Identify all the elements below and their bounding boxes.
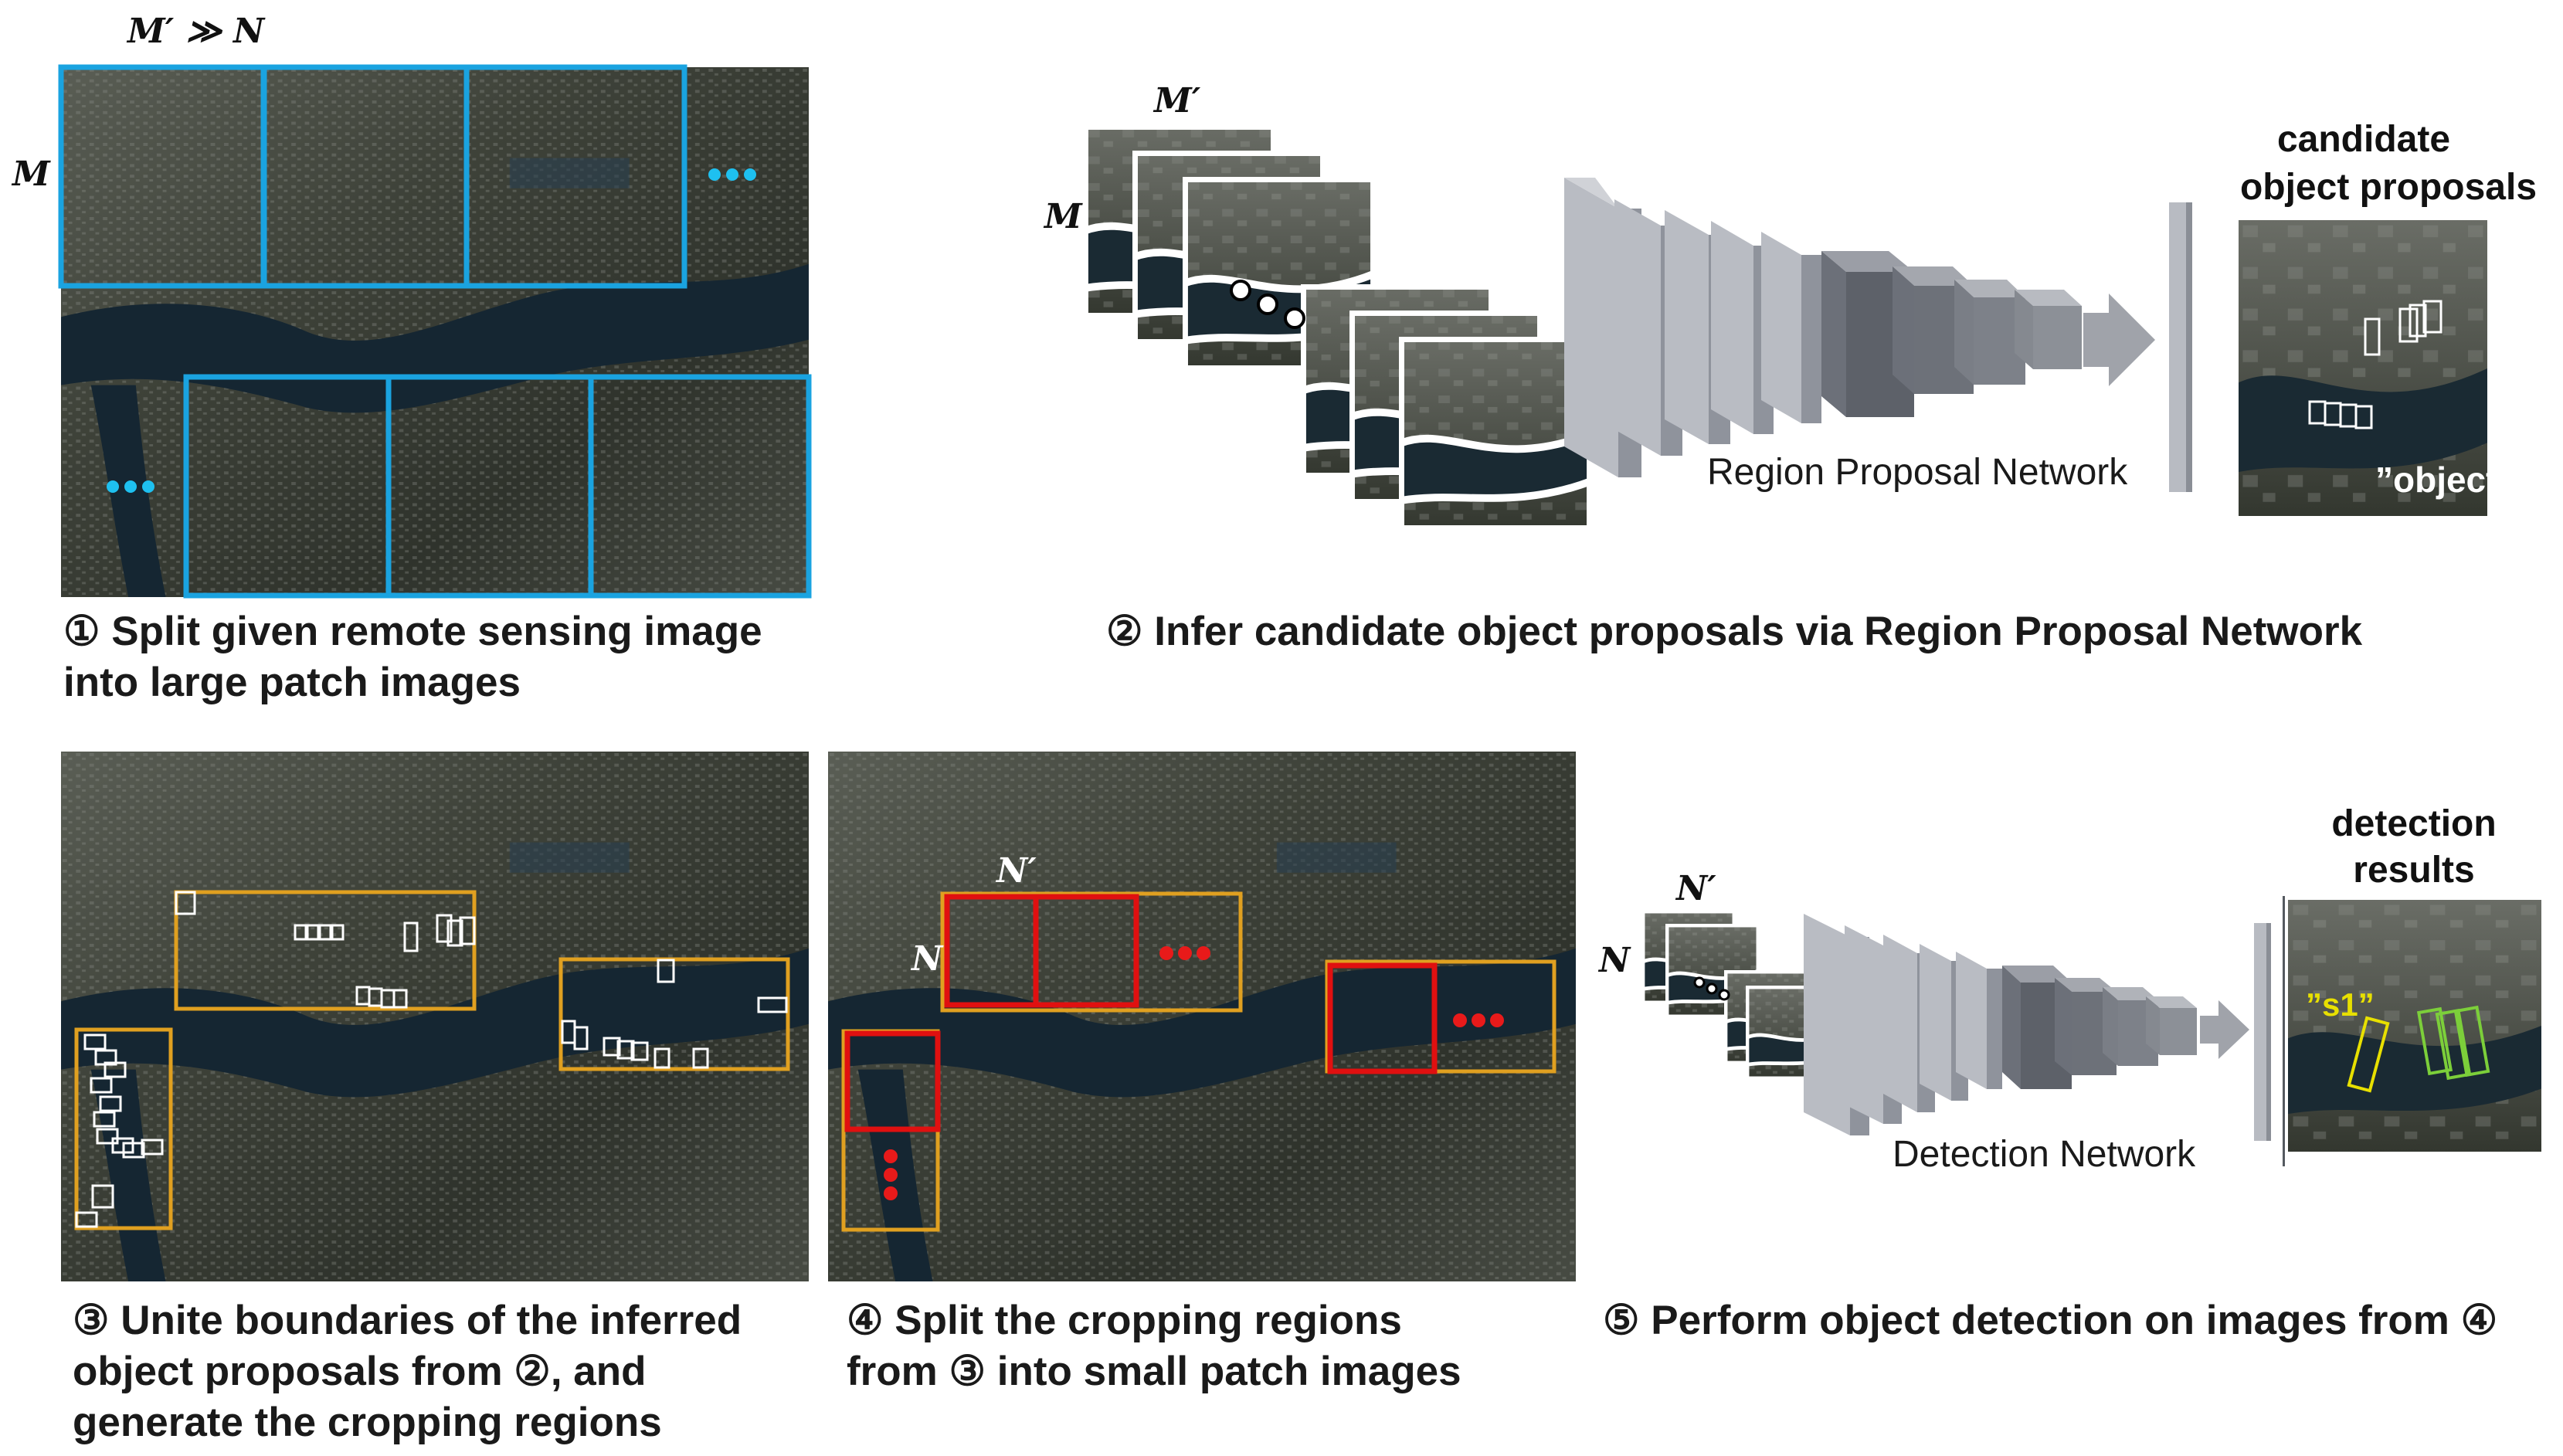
panel4-top-label: N′ [995, 851, 1037, 891]
panel1-patch-grid [58, 64, 812, 599]
panel2-output-image [2237, 219, 2489, 518]
detection-network-label: Detection Network [1893, 1134, 2196, 1175]
panel5-side-label: N [1597, 941, 1631, 980]
panel2-output-title-line1: candidate [2277, 119, 2450, 160]
panel1-ellipsis-dots [107, 168, 756, 493]
detection-network-blocks [1804, 896, 2285, 1166]
panel3-caption-line2: object proposals from ②, and [73, 1349, 647, 1394]
rpn-network-blocks [1564, 178, 2192, 492]
panel2-caption: ② Infer candidate object proposals via R… [1106, 609, 2363, 654]
panel1-caption-line2: into large patch images [63, 660, 521, 705]
panel2-top-label: M′ [1153, 81, 1201, 120]
panel5-detection-boxes [2347, 1005, 2490, 1093]
panel5-top-label: N′ [1675, 869, 1716, 908]
panel4-caption-line2: from ③ into small patch images [847, 1349, 1461, 1394]
panel5-output-title-line1: detection [2331, 803, 2496, 844]
panel5-s1-tag: ”s1” [2306, 986, 2375, 1023]
panel2-proposal-boxes [2308, 300, 2442, 429]
panel1-side-label: M [11, 154, 51, 194]
panel3-caption-line1: ③ Unite boundaries of the inferred [73, 1298, 742, 1343]
panel5-output-title-line2: results [2353, 850, 2474, 891]
panel1-caption-line1: ① Split given remote sensing image [63, 609, 762, 654]
panel3-caption-line3: generate the cropping regions [73, 1400, 662, 1445]
panel5-stack-dots [1693, 976, 1730, 1001]
panel3-satellite-image [61, 752, 809, 1281]
panel4-split-patches [844, 894, 1438, 1132]
panel3-proposal-boxes [75, 891, 788, 1228]
rpn-network-label: Region Proposal Network [1707, 452, 2128, 493]
panel2-stack-dots [1230, 280, 1305, 329]
panel5-caption: ⑤ Perform object detection on images fro… [1603, 1298, 2498, 1343]
panel5-output-image [2288, 900, 2541, 1152]
panel1-top-label: M′ ≫ N [126, 12, 266, 51]
panel2-object-tag: ”object” [2375, 460, 2515, 500]
panel4-caption-line1: ④ Split the cropping regions [847, 1298, 1402, 1343]
panel4-ellipsis-dots [884, 946, 1504, 1200]
panel2-output-title-line2: object proposals [2240, 167, 2537, 208]
panel4-side-label: N [910, 939, 944, 979]
panel2-side-label: M [1043, 197, 1083, 236]
panel1-satellite-image [61, 67, 809, 597]
panel2-input-stack [1083, 124, 1592, 531]
panel3-cropping-regions [74, 890, 790, 1230]
